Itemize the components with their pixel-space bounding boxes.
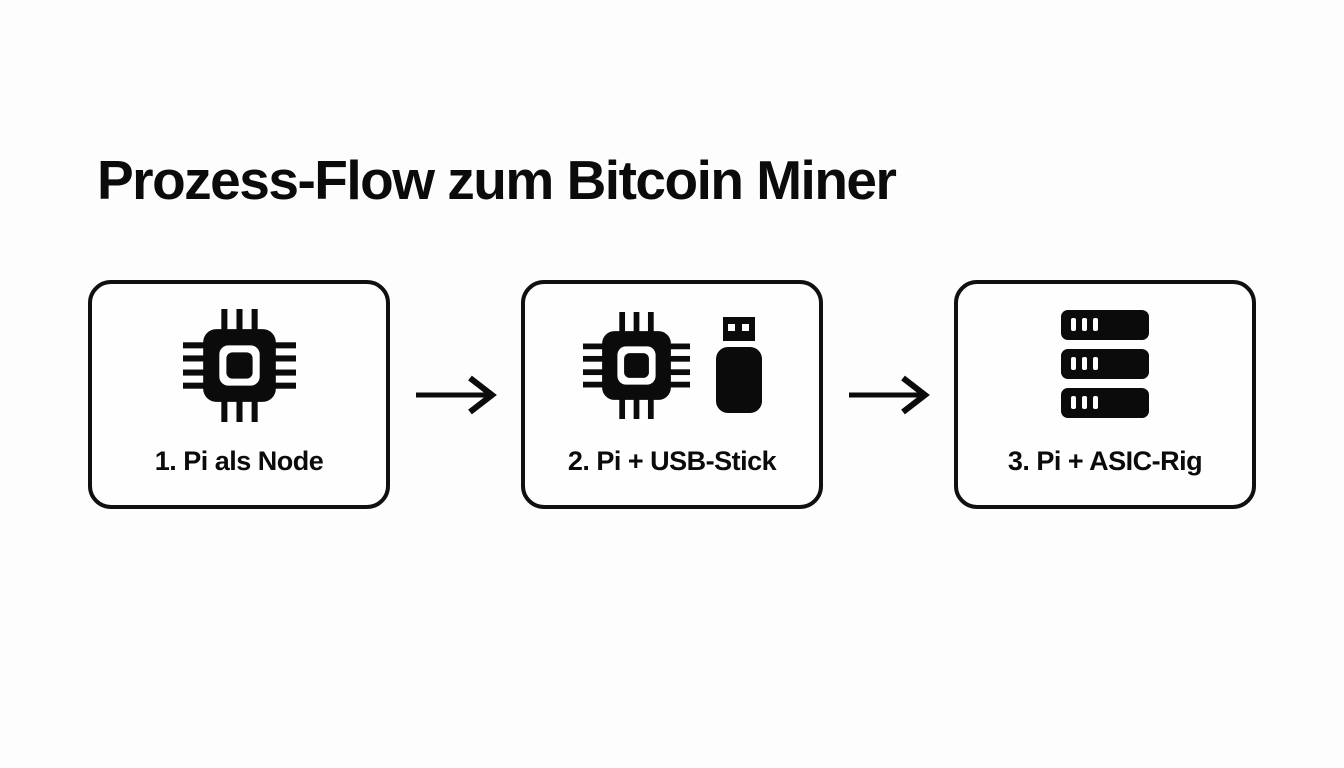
step-2-label: 2. Pi + USB-Stick — [567, 446, 777, 476]
flow-connector-1 — [390, 373, 521, 417]
step-3-icons — [1061, 307, 1149, 423]
step-box-2: 2. Pi + USB-Stick — [521, 280, 823, 509]
step-1-label: 1. Pi als Node — [154, 446, 324, 476]
page-title: Prozess-Flow zum Bitcoin Miner — [97, 149, 897, 211]
step-box-3: 3. Pi + ASIC-Rig — [954, 280, 1256, 509]
arrow-right-icon — [414, 373, 498, 417]
chip-icon — [182, 308, 296, 422]
step-3-label: 3. Pi + ASIC-Rig — [1007, 446, 1203, 476]
server-rack-icon — [1061, 309, 1149, 421]
process-flow-diagram: 1. Pi als Node — [88, 280, 1256, 509]
flow-connector-2 — [823, 373, 954, 417]
step-2-icons — [582, 307, 762, 423]
step-1-icons — [182, 307, 296, 423]
step-box-1: 1. Pi als Node — [88, 280, 390, 509]
chip-icon — [582, 311, 690, 419]
arrow-right-icon — [847, 373, 931, 417]
usb-stick-icon — [715, 317, 762, 413]
